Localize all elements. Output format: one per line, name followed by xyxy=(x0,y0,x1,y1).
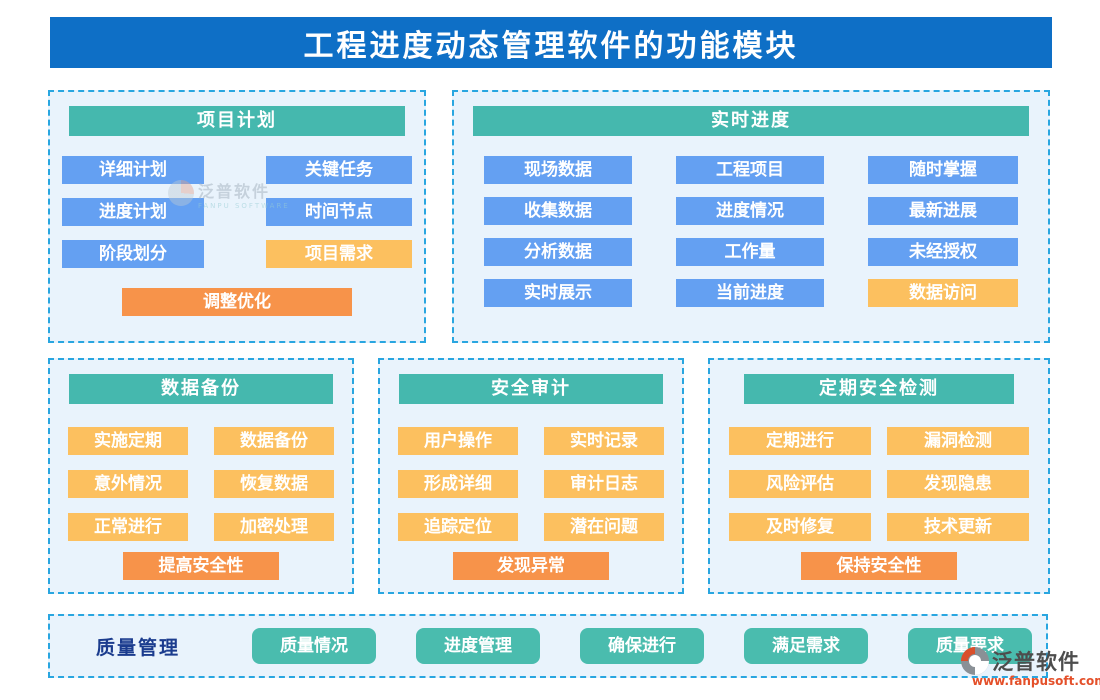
module-item: 形成详细 xyxy=(398,470,518,498)
corner-brand-url: www.fanpusoft.com xyxy=(972,674,1100,688)
module-item: 收集数据 xyxy=(484,197,632,225)
module-item: 工作量 xyxy=(676,238,824,266)
module-item: 数据访问 xyxy=(868,279,1018,307)
module-grid: 现场数据 工程项目 随时掌握 收集数据 进度情况 最新进展 分析数据 工作量 未… xyxy=(454,156,1048,307)
panel-footer-item: 保持安全性 xyxy=(801,552,957,580)
module-item: 项目需求 xyxy=(266,240,412,268)
panel-header-data-backup: 数据备份 xyxy=(69,374,333,404)
module-item: 随时掌握 xyxy=(868,156,1018,184)
module-item: 恢复数据 xyxy=(214,470,334,498)
module-grid: 详细计划 关键任务 进度计划 时间节点 阶段划分 项目需求 xyxy=(50,156,424,268)
panel-footer-item: 提高安全性 xyxy=(123,552,279,580)
module-item: 发现隐患 xyxy=(887,470,1029,498)
panel-header-project-plan: 项目计划 xyxy=(69,106,405,136)
quality-item: 满足需求 xyxy=(744,628,869,664)
panel-project-plan: 项目计划 详细计划 关键任务 进度计划 时间节点 阶段划分 项目需求 调整优化 … xyxy=(48,90,426,343)
module-item: 加密处理 xyxy=(214,513,334,541)
panel-footer-item: 调整优化 xyxy=(122,288,352,316)
quality-management-label: 质量管理 xyxy=(96,636,181,659)
module-item: 分析数据 xyxy=(484,238,632,266)
module-item: 技术更新 xyxy=(887,513,1029,541)
panel-realtime-progress: 实时进度 现场数据 工程项目 随时掌握 收集数据 进度情况 最新进展 分析数据 … xyxy=(452,90,1050,343)
panel-header-security-audit: 安全审计 xyxy=(399,374,663,404)
panel-header-realtime-progress: 实时进度 xyxy=(473,106,1029,136)
title-banner: 工程进度动态管理软件的功能模块 xyxy=(50,17,1052,68)
module-item: 正常进行 xyxy=(68,513,188,541)
panel-security-audit: 安全审计 用户操作 实时记录 形成详细 审计日志 追踪定位 潜在问题 发现异常 xyxy=(378,358,684,594)
quality-item: 确保进行 xyxy=(580,628,705,664)
fanpu-logo-icon xyxy=(961,647,989,675)
panel-footer-item: 发现异常 xyxy=(453,552,609,580)
module-item: 未经授权 xyxy=(868,238,1018,266)
module-item: 时间节点 xyxy=(266,198,412,226)
module-item: 进度计划 xyxy=(62,198,204,226)
module-item: 追踪定位 xyxy=(398,513,518,541)
module-item: 进度情况 xyxy=(676,197,824,225)
module-item: 当前进度 xyxy=(676,279,824,307)
quality-item: 质量情况 xyxy=(252,628,377,664)
module-item: 关键任务 xyxy=(266,156,412,184)
module-item: 潜在问题 xyxy=(544,513,664,541)
corner-brand-watermark: 泛普软件 www.fanpusoft.com xyxy=(960,646,1100,688)
module-item: 最新进展 xyxy=(868,197,1018,225)
panel-data-backup: 数据备份 实施定期 数据备份 意外情况 恢复数据 正常进行 加密处理 提高安全性 xyxy=(48,358,354,594)
panel-quality-management: 质量管理 质量情况 进度管理 确保进行 满足需求 质量要求 xyxy=(48,614,1048,678)
corner-brand-name: 泛普软件 xyxy=(992,650,1080,674)
module-item: 实时记录 xyxy=(544,427,664,455)
module-item: 风险评估 xyxy=(729,470,871,498)
module-item: 定期进行 xyxy=(729,427,871,455)
panel-header-periodic-security-check: 定期安全检测 xyxy=(744,374,1014,404)
module-item: 用户操作 xyxy=(398,427,518,455)
module-item: 实时展示 xyxy=(484,279,632,307)
corner-brand-row: 泛普软件 xyxy=(960,646,1100,676)
quality-buttons-row: 质量情况 进度管理 确保进行 满足需求 质量要求 xyxy=(252,628,1033,664)
page-title: 工程进度动态管理软件的功能模块 xyxy=(303,28,799,64)
module-item: 实施定期 xyxy=(68,427,188,455)
module-item: 意外情况 xyxy=(68,470,188,498)
module-grid: 用户操作 实时记录 形成详细 审计日志 追踪定位 潜在问题 xyxy=(380,427,682,541)
module-item: 阶段划分 xyxy=(62,240,204,268)
panel-periodic-security-check: 定期安全检测 定期进行 漏洞检测 风险评估 发现隐患 及时修复 技术更新 保持安… xyxy=(708,358,1050,594)
module-item: 工程项目 xyxy=(676,156,824,184)
module-grid: 实施定期 数据备份 意外情况 恢复数据 正常进行 加密处理 xyxy=(50,427,352,541)
module-item: 数据备份 xyxy=(214,427,334,455)
module-item: 漏洞检测 xyxy=(887,427,1029,455)
module-item: 详细计划 xyxy=(62,156,204,184)
module-grid: 定期进行 漏洞检测 风险评估 发现隐患 及时修复 技术更新 xyxy=(710,427,1048,541)
module-item: 现场数据 xyxy=(484,156,632,184)
quality-item: 进度管理 xyxy=(416,628,541,664)
module-item: 及时修复 xyxy=(729,513,871,541)
module-item: 审计日志 xyxy=(544,470,664,498)
